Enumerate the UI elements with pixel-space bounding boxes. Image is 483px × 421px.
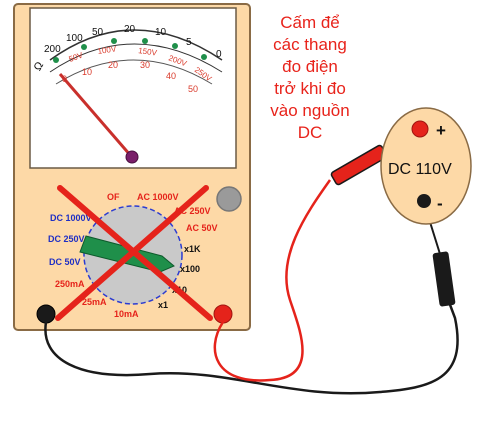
forbidden-cross — [55, 185, 213, 321]
ohm-tick-label: 0 — [216, 49, 222, 60]
selector-label-25ma: 25mA — [82, 297, 107, 307]
source-positive-symbol: + — [436, 121, 446, 140]
warning-line: các thang — [273, 35, 347, 54]
ohm-tick-label: 200 — [44, 44, 61, 55]
selector-label-ac250: AC 250V — [174, 206, 211, 216]
ohm-tick-label: 20 — [124, 24, 136, 35]
current-tick-label: 20 — [108, 60, 118, 70]
selector-label-ac1000: AC 1000V — [137, 192, 179, 202]
ohm-tick-label: 100 — [66, 33, 83, 44]
warning-line: DC — [297, 123, 323, 142]
black-probe-handle — [432, 251, 456, 307]
selector-label-250ma: 250mA — [55, 279, 85, 289]
meter-needle — [58, 73, 133, 157]
warning-caption: Cấm để các thang đo điện trở khi đo vào … — [240, 12, 380, 144]
current-tick-label: 10 — [82, 67, 92, 77]
red-probe-lead — [213, 179, 332, 382]
voltage-tick-label: 150V — [138, 46, 158, 58]
selector-label-x1k: x1K — [184, 244, 201, 254]
com-terminal[interactable] — [36, 304, 56, 324]
ohm-tick-label: 10 — [155, 27, 167, 38]
voltage-tick-label: 100V — [97, 44, 117, 56]
meter-display — [29, 7, 237, 169]
zero-adjust-knob[interactable] — [216, 186, 242, 212]
selector-label-off: OF — [107, 192, 120, 202]
ohm-tick-label: 5 — [186, 37, 192, 48]
current-tick-label: 50 — [188, 84, 198, 94]
warning-line: trở khi đo — [274, 79, 346, 98]
warning-line: vào nguồn — [270, 101, 350, 120]
selector-label-10ma: 10mA — [114, 309, 139, 319]
dc-source — [380, 107, 472, 225]
source-negative-symbol: - — [437, 194, 443, 213]
positive-terminal[interactable] — [213, 304, 233, 324]
selector-label-ac50: AC 50V — [186, 223, 218, 233]
current-tick-label: 40 — [166, 71, 176, 81]
source-positive-terminal[interactable] — [411, 120, 429, 138]
source-negative-terminal[interactable] — [417, 194, 431, 208]
source-label: DC 110V — [388, 161, 452, 178]
ohm-tick-label: 50 — [92, 27, 104, 38]
current-scale-arc — [55, 59, 213, 85]
black-probe-lead — [44, 301, 459, 395]
scale-dots — [53, 38, 207, 63]
selector-label-dc1000: DC 1000V — [50, 213, 92, 223]
selector-label-dc50: DC 50V — [49, 257, 81, 267]
selector-label-x1: x1 — [158, 300, 168, 310]
current-tick-label: 30 — [140, 60, 150, 70]
red-probe-handle — [330, 144, 388, 186]
needle-pivot — [125, 150, 139, 164]
selector-label-x100: x100 — [180, 264, 200, 274]
ohm-scale-arc — [49, 29, 223, 61]
warning-line: đo điện — [282, 57, 338, 76]
warning-line: Cấm để — [280, 13, 340, 32]
voltage-scale-arc — [49, 43, 223, 73]
selector-label-dc250: DC 250V — [48, 234, 85, 244]
